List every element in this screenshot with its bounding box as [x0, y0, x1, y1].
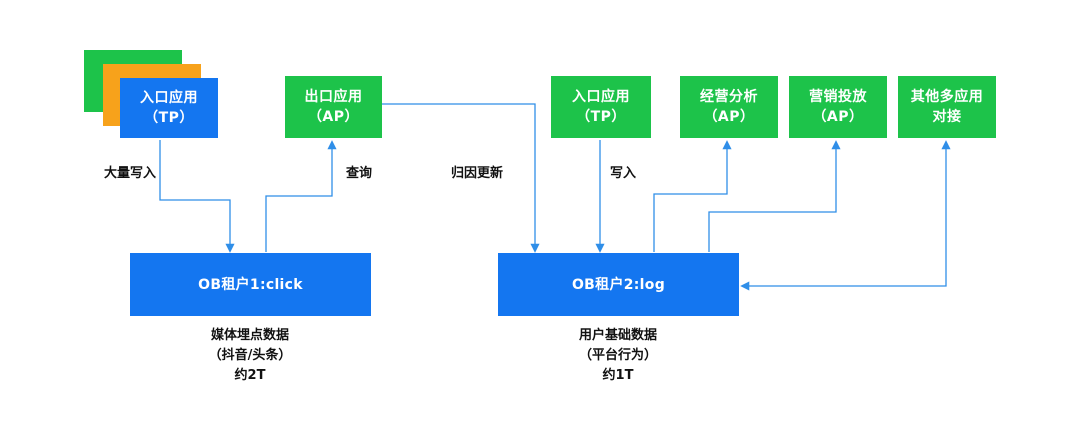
other-apps-line1: 其他多应用: [910, 89, 984, 105]
edge-attribution: [382, 103, 540, 253]
tenant-2-label: OB租户2:log: [571, 276, 666, 293]
left-output-app-line1: 出口应用: [304, 89, 363, 105]
tenant-1-caption-line3: 约2T: [234, 368, 266, 383]
tenant-2-caption-line2: （平台行为）: [578, 348, 657, 363]
tenant-1-box: OB租户1:click: [130, 253, 371, 316]
left-source-app: 入口应用 （TP）: [120, 78, 218, 138]
left-output-app-line2: （AP）: [307, 109, 360, 125]
marketing-app: 营销投放 （AP）: [789, 76, 887, 138]
tenant-2-caption-line1: 用户基础数据: [578, 328, 657, 343]
edge-marketing: [708, 140, 841, 252]
right-source-app: 入口应用 （TP）: [551, 76, 651, 138]
edge-write-left: [159, 140, 235, 253]
edge-label-attribution: 归因更新: [451, 166, 504, 181]
tenant-1-caption-line2: （抖音/头条）: [208, 348, 292, 363]
other-apps: 其他多应用 对接: [898, 76, 996, 138]
tenant-1-caption: 媒体埋点数据 （抖音/头条） 约2T: [170, 326, 330, 386]
edge-query-left: [265, 140, 337, 252]
business-analysis-line2: （AP）: [703, 109, 755, 125]
right-source-app-line1: 入口应用: [572, 89, 630, 105]
marketing-app-line1: 营销投放: [809, 89, 867, 105]
left-source-app-line1: 入口应用: [140, 90, 198, 106]
edge-other-apps: [740, 140, 951, 291]
business-analysis-app: 经营分析 （AP）: [680, 76, 778, 138]
marketing-app-line2: （AP）: [812, 109, 864, 125]
edge-label-bulk-write: 大量写入: [104, 166, 157, 181]
left-source-app-line2: （TP）: [144, 110, 194, 126]
edge-business-analysis: [653, 140, 732, 252]
tenant-1-label: OB租户1:click: [198, 276, 303, 293]
edge-label-write: 写入: [610, 166, 637, 181]
edge-label-query: 查询: [346, 166, 373, 181]
tenant-2-caption: 用户基础数据 （平台行为） 约1T: [538, 326, 698, 386]
tenant-2-box: OB租户2:log: [498, 253, 739, 316]
left-output-app: 出口应用 （AP）: [285, 76, 382, 138]
tenant-1-caption-line1: 媒体埋点数据: [210, 328, 289, 343]
right-source-app-line2: （TP）: [576, 109, 626, 125]
other-apps-line2: 对接: [932, 109, 962, 125]
tenant-2-caption-line3: 约1T: [602, 368, 634, 383]
business-analysis-line1: 经营分析: [700, 89, 758, 105]
